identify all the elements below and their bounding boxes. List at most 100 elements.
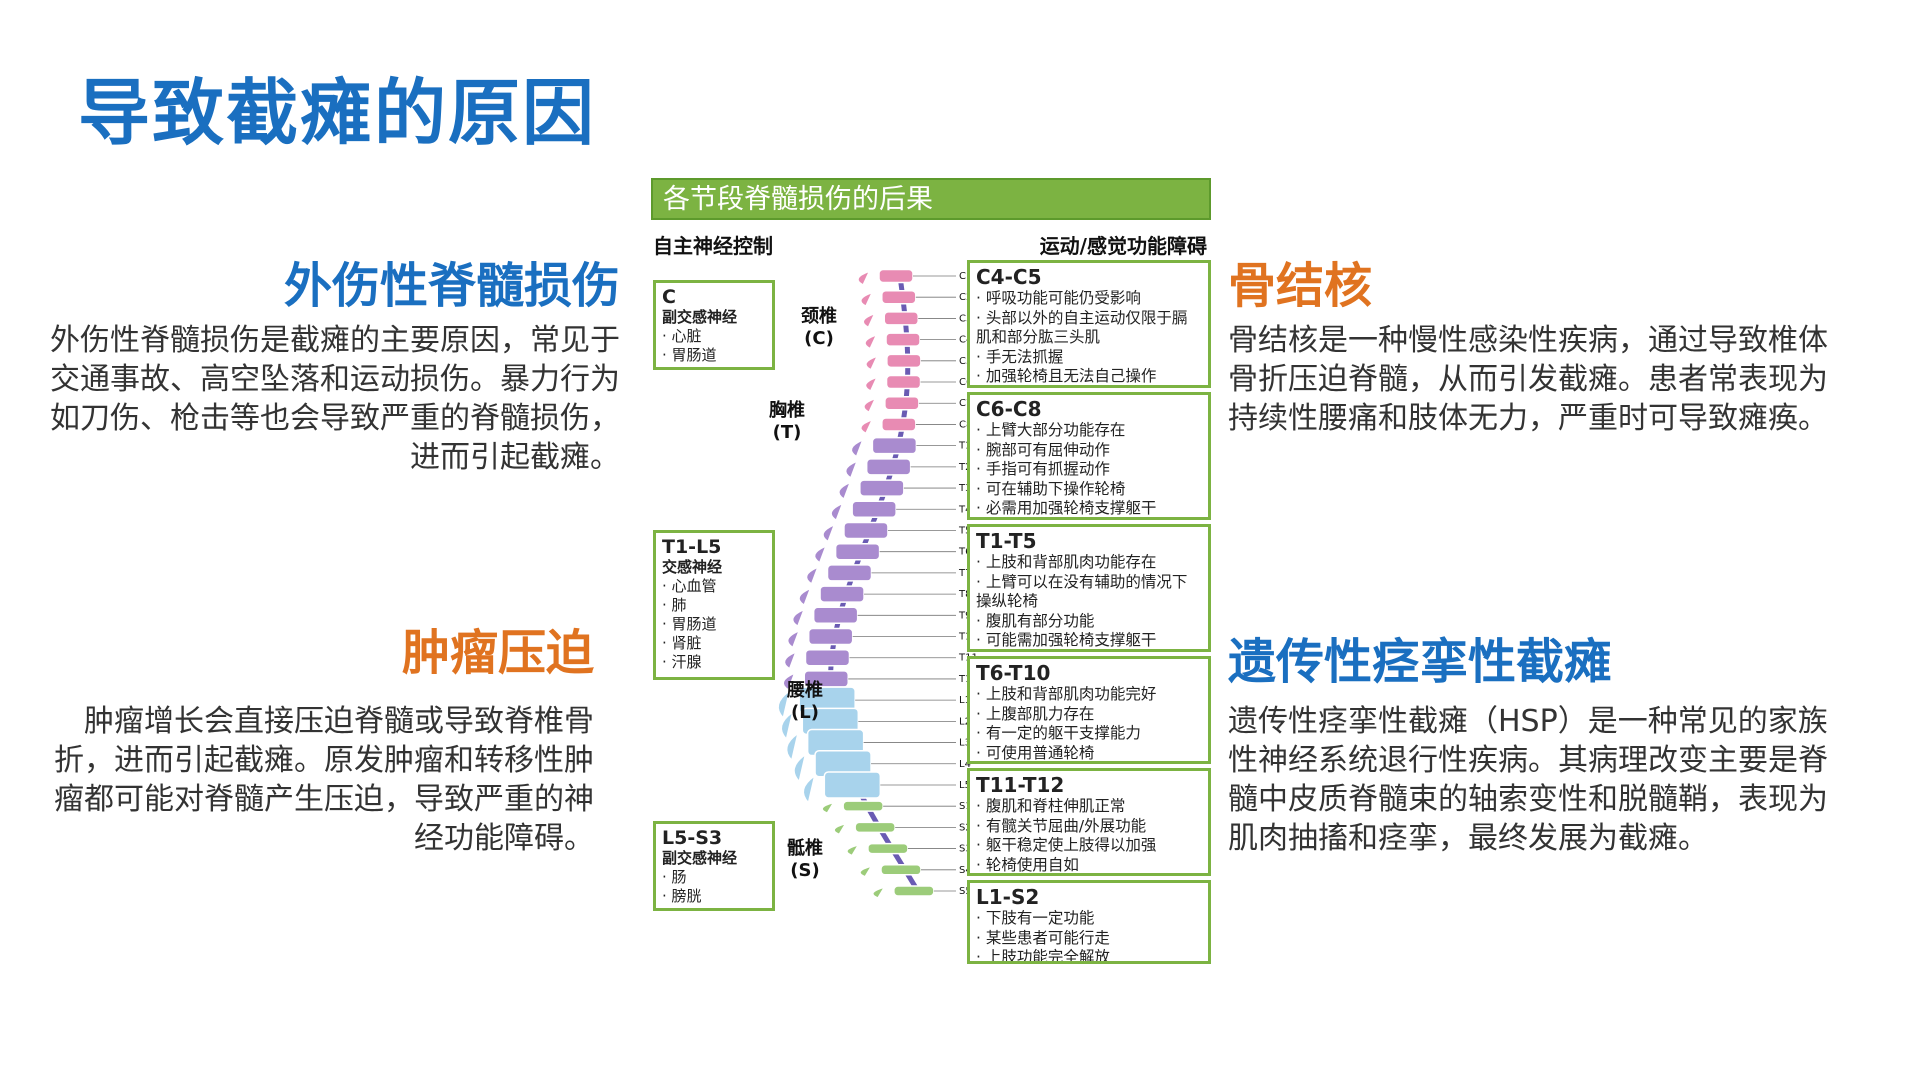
section-body-trauma: 外伤性脊髓损伤是截瘫的主要原因，常见于交通事故、高空坠落和运动损伤。暴力行为如刀… bbox=[50, 323, 620, 475]
region-label-lumbar: 腰椎 (L) bbox=[787, 680, 823, 724]
list-item: 上腹部肌力存在 bbox=[976, 705, 1202, 725]
function-box-title: T1-T5 bbox=[976, 529, 1037, 553]
vertebra bbox=[867, 842, 909, 855]
level-label: S3 bbox=[959, 844, 972, 855]
list-item: 汗腺 bbox=[662, 653, 766, 672]
level-label: T5 bbox=[958, 525, 971, 536]
vertebra bbox=[859, 479, 905, 497]
function-box-title: T11-T12 bbox=[976, 773, 1065, 797]
list-item: 腹肌有部分功能 bbox=[976, 612, 1202, 632]
list-item: 头部以外的自主运动仅限于膈肌和部分肱三头肌 bbox=[976, 309, 1202, 348]
vertebra bbox=[865, 458, 912, 476]
section-title-tumor: 肿瘤压迫 bbox=[401, 625, 594, 681]
list-item: 腕部可有屈伸动作 bbox=[976, 441, 1202, 461]
section-body-tumor: 肿瘤增长会直接压迫脊髓或导致脊椎骨折，进而引起截瘫。原发肿瘤和转移性肿瘤都可能对… bbox=[54, 704, 594, 856]
list-item: 轮椅使用自如 bbox=[976, 856, 1202, 876]
vertebra-process bbox=[803, 775, 816, 804]
function-box-title: T6-T10 bbox=[976, 661, 1051, 685]
region-name: 颈椎 bbox=[801, 306, 837, 327]
autonomic-box-subtitle: 副交感神经 bbox=[662, 308, 738, 326]
list-item: 膀胱 bbox=[662, 887, 766, 906]
list-item: 上臂可以在没有辅助的情况下操纵轮椅 bbox=[976, 573, 1202, 612]
vertebra-process bbox=[777, 690, 790, 719]
vertebra bbox=[881, 417, 917, 432]
vertebra-process bbox=[821, 802, 835, 814]
level-label: C8 bbox=[959, 419, 972, 430]
vertebra-process bbox=[793, 753, 806, 783]
vertebra-process bbox=[787, 630, 800, 648]
level-label: L2 bbox=[959, 716, 971, 727]
vertebra-process bbox=[863, 398, 876, 413]
function-box-title: C6-C8 bbox=[976, 397, 1042, 421]
list-item: 有髋关节屈曲/外展功能 bbox=[976, 817, 1202, 837]
list-item: 下肢有一定功能 bbox=[976, 909, 1202, 929]
vertebra-process bbox=[822, 524, 835, 542]
vertebra-process bbox=[806, 566, 819, 585]
autonomic-box-subtitle: 交感神经 bbox=[662, 558, 723, 576]
section-body-tb: 骨结核是一种慢性感染性疾病，通过导致椎体骨折压迫脊髓，从而引发截瘫。患者常表现为… bbox=[1228, 323, 1828, 436]
vertebra bbox=[881, 289, 917, 305]
level-label: T2 bbox=[958, 462, 971, 473]
page-title: 导致截瘫的原因 bbox=[78, 71, 597, 155]
autonomic-heading: 自主神经控制 bbox=[653, 234, 773, 258]
vertebra-process bbox=[865, 376, 878, 392]
list-item: 肺 bbox=[662, 596, 766, 615]
function-box-l1-s2: L1-S2 下肢有一定功能 某些患者可能行走 上肢功能完全解放 bbox=[967, 880, 1211, 964]
region-abbr: (S) bbox=[790, 860, 820, 881]
vertebra bbox=[826, 564, 873, 582]
function-box-c6-c8: C6-C8 上臂大部分功能存在 腕部可有屈伸动作 手指可有抓握动作 可在辅助下操… bbox=[967, 392, 1211, 520]
vertebra-process bbox=[846, 844, 859, 856]
spinal-cord bbox=[827, 275, 920, 893]
section-title-hsp: 遗传性痉挛性截瘫 bbox=[1228, 634, 1613, 690]
level-label: L4 bbox=[959, 759, 971, 770]
level-label: T3 bbox=[958, 483, 971, 494]
vertebra-process bbox=[860, 419, 873, 434]
function-box-t1-t5: T1-T5 上肢和背部肌肉功能存在 上臂可以在没有辅助的情况下操纵轮椅 腹肌有部… bbox=[967, 524, 1211, 652]
vertebra bbox=[842, 800, 884, 812]
vertebra-process bbox=[864, 334, 877, 349]
list-item: 手指可有抓握动作 bbox=[976, 460, 1202, 480]
level-label: C2 bbox=[959, 292, 972, 303]
list-item: 上肢和背部肌肉功能完好 bbox=[976, 685, 1202, 705]
vertebra-process bbox=[857, 270, 870, 286]
region-abbr: (T) bbox=[772, 422, 802, 443]
vertebra bbox=[804, 648, 851, 667]
function-box-t6-t10: T6-T10 上肢和背部肌肉功能完好 上腹部肌力存在 有一定的躯干支撑能力 可使… bbox=[967, 656, 1211, 764]
list-item: 加强轮椅且无法自己操作 bbox=[976, 367, 1202, 387]
vertebra bbox=[886, 353, 922, 369]
vertebra-process bbox=[862, 313, 876, 328]
list-item: 胃肠道 bbox=[662, 615, 766, 634]
list-item: 可在辅助下操作轮椅 bbox=[976, 480, 1202, 500]
autonomic-box-title: L5-S3 bbox=[662, 827, 723, 849]
level-label: S2 bbox=[959, 822, 972, 833]
list-item: 躯干稳定使上肢得以加强 bbox=[976, 836, 1202, 856]
function-box-title: C4-C5 bbox=[976, 265, 1042, 289]
vertebra bbox=[883, 311, 919, 326]
level-label: C1 bbox=[959, 271, 972, 282]
list-item: 必需用加强轮椅支撑躯干 bbox=[976, 499, 1202, 519]
region-name: 骶椎 bbox=[787, 838, 823, 859]
level-label: T9 bbox=[958, 610, 971, 621]
list-item: 可能需加强轮椅支撑躯干 bbox=[976, 631, 1202, 651]
list-item: 腹肌和脊柱伸肌正常 bbox=[976, 797, 1202, 817]
level-label: T8 bbox=[958, 589, 971, 600]
vertebra bbox=[884, 395, 920, 411]
vertebra-process bbox=[838, 481, 851, 500]
level-label: L5 bbox=[959, 780, 971, 791]
section-title-tb: 骨结核 bbox=[1228, 258, 1373, 314]
vertebra-process bbox=[859, 865, 873, 878]
spinal-injury-diagram: C1C2C3C4C5C6C7C8T1T2T3T4T5T6T7T8T9T10T11… bbox=[651, 178, 1215, 964]
vertebra-process bbox=[860, 291, 873, 307]
list-item: 呼吸功能可能仍受影响 bbox=[976, 289, 1202, 309]
autonomic-box-c: C 副交感神经 心脏 胃肠道 bbox=[653, 280, 775, 370]
list-item: 上臂大部分功能存在 bbox=[976, 421, 1202, 441]
level-label: S5 bbox=[959, 886, 972, 897]
list-item: 可使用普通轮椅 bbox=[976, 744, 1202, 764]
vertebra-process bbox=[830, 503, 844, 521]
vertebra-process bbox=[786, 732, 799, 761]
list-item: 心血管 bbox=[662, 577, 766, 596]
vertebra-process bbox=[784, 651, 797, 670]
vertebra-process bbox=[798, 587, 811, 606]
vertebra bbox=[878, 268, 914, 284]
list-item: 某些患者可能行走 bbox=[976, 929, 1202, 949]
